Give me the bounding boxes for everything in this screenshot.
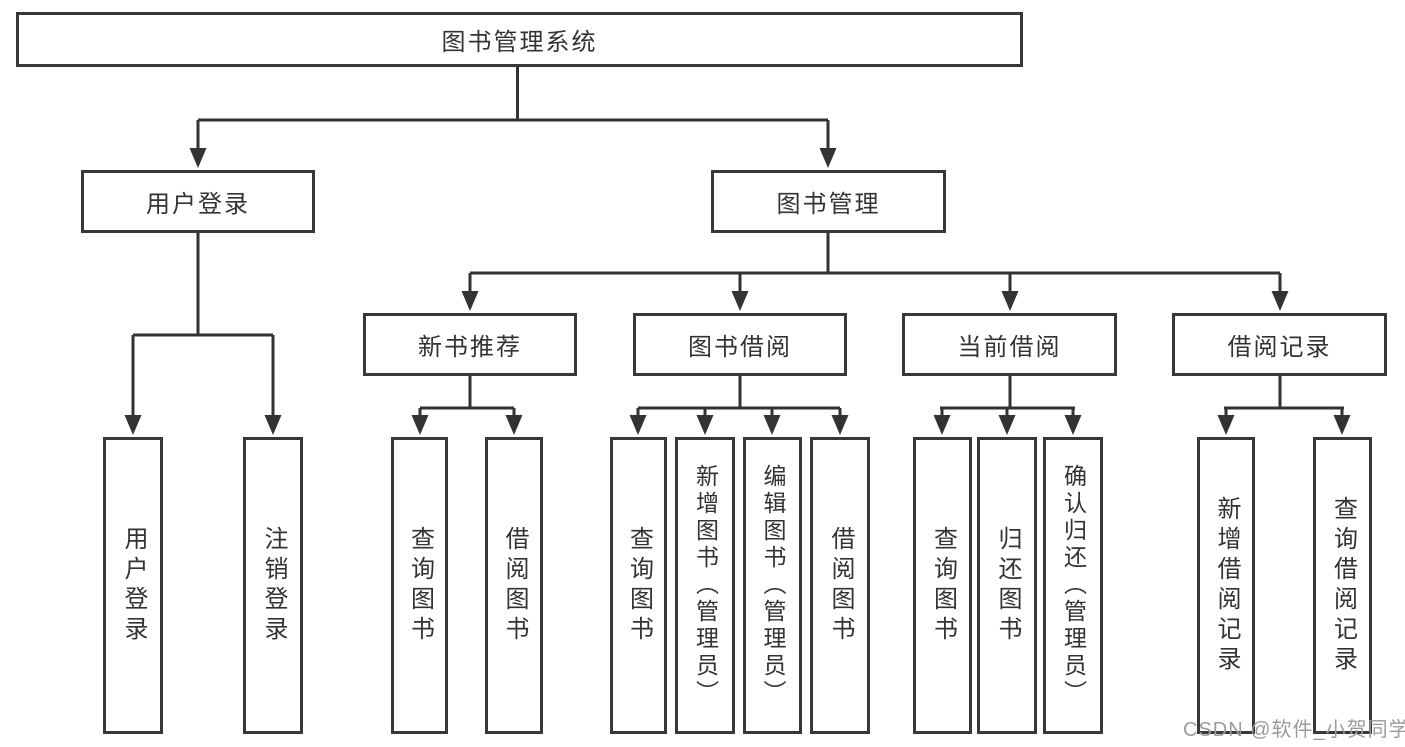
leaf-borrowing-edit-books-admin: 编辑图书（管理员） <box>743 437 802 734</box>
node-current-borrowing: 当前借阅 <box>902 313 1117 376</box>
node-user-login: 用户登录 <box>81 170 315 233</box>
leaf-current-query-books: 查询图书 <box>913 437 972 734</box>
node-book-borrowing: 图书借阅 <box>633 313 847 376</box>
leaf-newbooks-query-books: 查询图书 <box>391 437 448 734</box>
leaf-records-add-record: 新增借阅记录 <box>1197 437 1255 734</box>
leaf-user-login: 用户登录 <box>103 437 163 734</box>
leaf-borrowing-query-books: 查询图书 <box>610 437 667 734</box>
leaf-newbooks-borrow-books: 借阅图书 <box>485 437 543 734</box>
leaf-current-confirm-return-admin: 确认归还（管理员） <box>1043 437 1103 734</box>
leaf-borrowing-add-books-admin: 新增图书（管理员） <box>675 437 735 734</box>
node-book-management: 图书管理 <box>711 170 946 233</box>
node-borrowing-records: 借阅记录 <box>1172 313 1387 376</box>
leaf-logout: 注销登录 <box>243 437 303 734</box>
csdn-watermark: CSDN @软件_小贺同学 <box>1183 719 1405 741</box>
node-root: 图书管理系统 <box>16 12 1023 67</box>
leaf-records-query-record: 查询借阅记录 <box>1313 437 1372 734</box>
leaf-current-return-books: 归还图书 <box>977 437 1037 734</box>
node-new-book-recommend: 新书推荐 <box>363 313 577 376</box>
leaf-borrowing-borrow-books: 借阅图书 <box>810 437 870 734</box>
